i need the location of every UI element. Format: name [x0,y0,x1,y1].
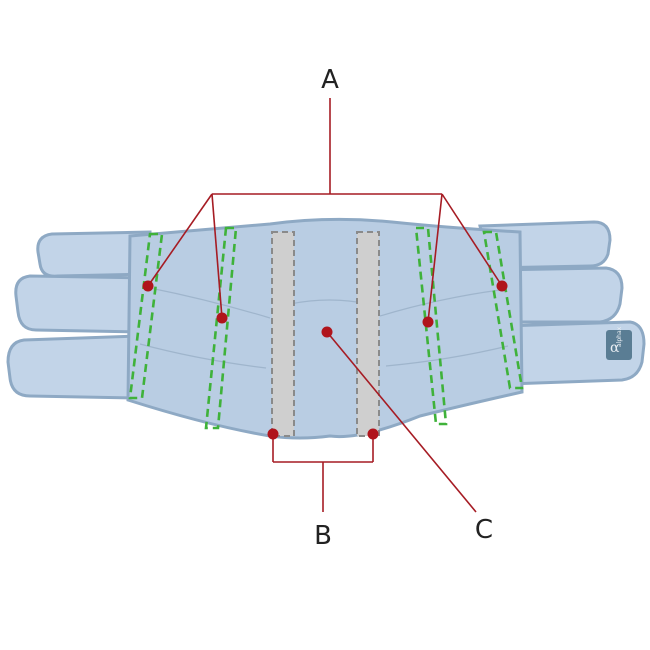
seam-left-lower [139,343,267,369]
belt-straps [6,220,646,400]
marker-a-outer-left [142,280,154,292]
callout-label-b: B [314,521,332,551]
brand-badge: α alphax [606,326,632,360]
leader-a-outer-left [147,193,213,287]
side-stays [128,226,524,430]
rear-panel-left-dash [271,231,295,437]
brand-badge-plate [606,330,632,360]
leader-c [326,331,477,513]
stay-inner-right [414,226,448,426]
leader-a-outer-right [441,193,503,287]
marker-b-right [367,428,379,440]
seam-right-upper [379,289,501,317]
seam-right-lower [385,345,509,367]
rear-panel-right-dash [356,231,380,437]
seam-left-upper [149,287,271,319]
leader-lines [147,98,503,513]
stay-outer-left [128,232,164,400]
rear-panels [271,231,380,437]
marker-a-inner-right [422,316,434,328]
leader-a-inner-left [211,193,223,319]
callout-label-a: A [321,65,339,95]
callout-label-c: C [475,515,493,545]
marker-c [321,326,333,338]
marker-a-inner-left [216,312,228,324]
strap-bottom-left [6,334,142,400]
brand-badge-text: alphax [616,326,623,347]
strap-middle-left [14,274,150,334]
stay-inner-left [204,226,238,430]
brand-badge-mark: α [610,340,620,356]
rear-panel-left [272,232,294,436]
strap-middle-right [490,266,624,324]
marker-b-left [267,428,279,440]
stay-outer-right [482,230,524,390]
marker-a-outer-right [496,280,508,292]
leader-a-inner-right [427,193,443,323]
marker-dots [142,280,508,440]
rear-panel-right [357,232,379,436]
